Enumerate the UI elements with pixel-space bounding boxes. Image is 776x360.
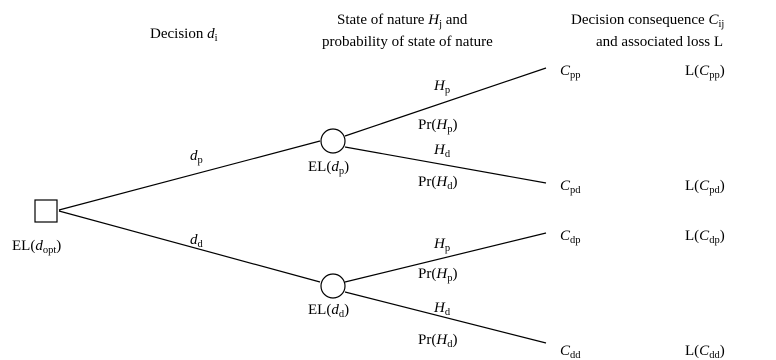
header-state-line2: probability of state of nature [322,34,493,50]
state-branch-line-dp [344,232,547,283]
state-label-dp: Hp [433,236,450,254]
chance-node-label-p: EL(dp) [308,159,349,177]
header-decision: Decision di [150,26,218,44]
state-label-dd: Hd [433,300,451,318]
state-branch-line-pd [344,146,547,184]
chance-node-label-d: EL(dd) [308,302,349,320]
decision-branch-line-d [58,210,321,283]
decision-branch-line-p [58,140,321,211]
header-consequence-line1: Decision consequence Cij [571,12,724,30]
loss-label-pd: L(Cpd) [685,178,725,196]
probability-label-pd: Pr(Hd) [418,174,457,192]
header-state-line1: State of nature Hj and [337,12,468,30]
state-branch-line-pp [344,67,547,137]
loss-label-dp: L(Cdp) [685,228,725,246]
probability-label-dp: Pr(Hp) [418,266,457,284]
consequence-label-pp: Cpp [560,63,581,81]
consequence-label-pd: Cpd [560,178,581,196]
decision-node-square [34,199,58,223]
consequence-label-dp: Cdp [560,228,581,246]
decision-branch-label-p: dp [190,148,203,166]
decision-branch-label-d: dd [190,232,204,250]
probability-label-dd: Pr(Hd) [418,332,457,350]
chance-node-p [320,128,346,154]
header-consequence-line2: and associated loss L [596,34,723,50]
chance-node-d [320,273,346,299]
state-label-pd: Hd [433,142,451,160]
state-label-pp: Hp [433,78,450,96]
loss-label-dd: L(Cdd) [685,343,725,360]
loss-label-pp: L(Cpp) [685,63,725,81]
root-node-label: EL(dopt) [12,238,61,256]
probability-label-pp: Pr(Hp) [418,117,457,135]
state-branch-line-dd [344,291,547,344]
consequence-label-dd: Cdd [560,343,581,360]
